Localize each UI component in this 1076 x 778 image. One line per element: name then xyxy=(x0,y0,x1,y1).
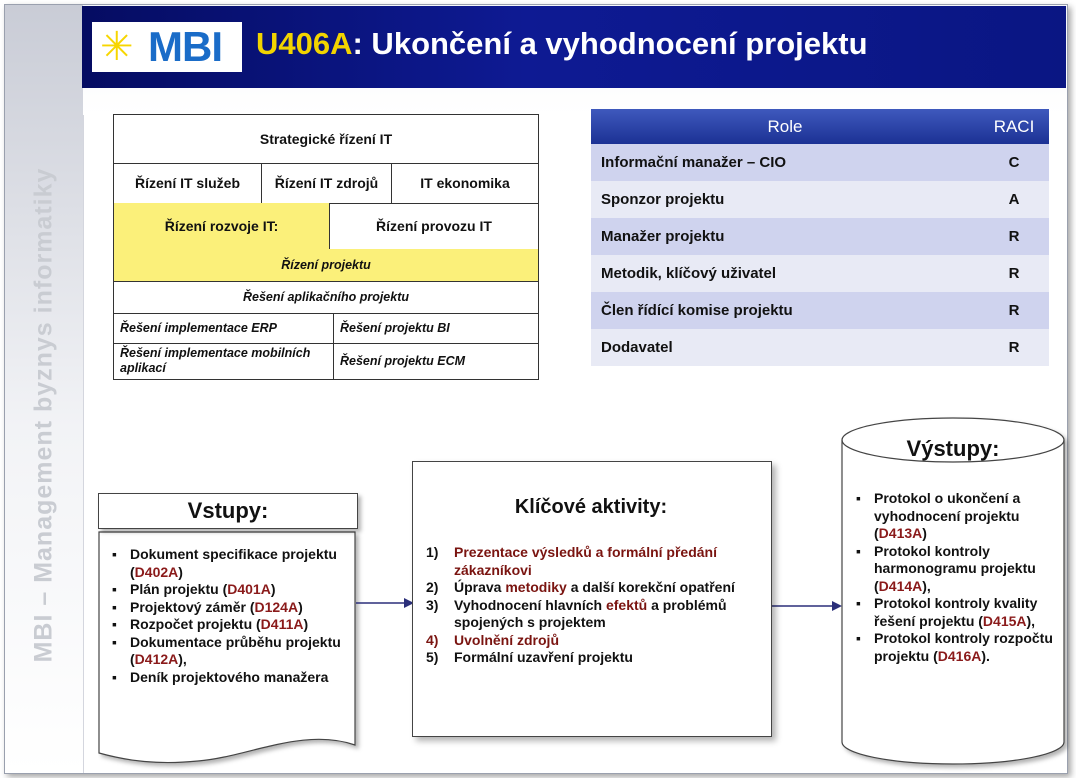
page-title: U406A: Ukončení a vyhodnocení projektu xyxy=(256,26,868,62)
raci-row: Sponzor projektu A xyxy=(591,181,1049,218)
org-it-development: Řízení rozvoje IT: xyxy=(114,203,330,249)
raci-role: Člen řídící komise projektu xyxy=(601,302,793,319)
title-text: : Ukončení a vyhodnocení projektu xyxy=(352,26,868,61)
raci-role: Sponzor projektu xyxy=(601,191,725,208)
list-item: Plán projektu (D401A) xyxy=(110,581,350,599)
raci-col-raci: RACI xyxy=(993,116,1035,136)
raci-role: Informační manažer – CIO xyxy=(601,154,787,171)
raci-value: C xyxy=(1008,154,1020,171)
org-it-resources: Řízení IT zdrojů xyxy=(262,163,392,203)
list-item: Protokol kontroly kvality řešení projekt… xyxy=(854,595,1064,630)
list-item: 1)Prezentace výsledků a formální předání… xyxy=(426,544,717,578)
outputs-list: Protokol o ukončení a vyhodnocení projek… xyxy=(854,490,1064,665)
activities-title: Klíčové aktivity: xyxy=(514,496,668,518)
raci-row: Manažer projektu R xyxy=(591,218,1049,255)
org-ecm: Řešení projektu ECM xyxy=(340,353,466,368)
raci-row: Dodavatel R xyxy=(591,329,1049,366)
list-item: 3)Vyhodnocení hlavních efektů a problémů… xyxy=(426,596,727,631)
org-it-services: Řízení IT služeb xyxy=(114,163,262,203)
org-strategic: Strategické řízení IT xyxy=(259,130,393,147)
org-mobile: Řešení implementace mobilních aplikací xyxy=(114,343,334,379)
raci-value: A xyxy=(1008,191,1020,208)
outputs-title: Výstupy: xyxy=(906,436,1000,461)
raci-header: Role RACI xyxy=(591,109,1049,144)
mbi-logo: ✳ MBI xyxy=(92,22,242,72)
org-it-economics: IT ekonomika xyxy=(420,174,510,191)
sidebar: MBI – Management byznys informatiky xyxy=(5,5,84,773)
star-icon: ✳ xyxy=(100,25,134,69)
list-item: 4)Uvolnění zdrojů xyxy=(426,631,559,648)
raci-row: Metodik, klíčový uživatel R xyxy=(591,255,1049,292)
list-item: Dokument specifikace projektu (D402A) xyxy=(110,546,350,581)
raci-value: R xyxy=(1008,265,1020,282)
raci-col-role: Role xyxy=(767,116,803,136)
raci-row: Člen řídící komise projektu R xyxy=(591,292,1049,329)
raci-row: Informační manažer – CIO C xyxy=(591,144,1049,181)
raci-role: Metodik, klíčový uživatel xyxy=(601,265,777,282)
list-item: 5)Formální uzavření projektu xyxy=(426,649,633,665)
org-bi: Řešení projektu BI xyxy=(340,320,450,335)
list-item: Rozpočet projektu (D411A) xyxy=(110,616,350,634)
list-item: Deník projektového manažera xyxy=(110,669,350,687)
org-application-project: Řešení aplikačního projektu xyxy=(242,289,409,304)
raci-value: R xyxy=(1008,302,1020,319)
sidebar-text: MBI – Management byznys informatiky xyxy=(29,167,58,663)
arrow-inputs-to-activities xyxy=(356,598,414,608)
activities-box xyxy=(412,461,772,737)
inputs-list: Dokument specifikace projektu (D402A) Pl… xyxy=(110,546,350,686)
inputs-title: Vstupy: xyxy=(98,493,358,529)
list-item: Protokol kontroly rozpočtu projektu (D41… xyxy=(854,630,1064,665)
raci-role: Dodavatel xyxy=(601,339,673,356)
list-item: Dokumentace průběhu projektu (D412A), xyxy=(110,634,350,669)
org-project-management: Řízení projektu xyxy=(114,249,538,281)
activities-list: 1)Prezentace výsledků a formální předání… xyxy=(426,544,766,667)
raci-value: R xyxy=(1008,228,1020,245)
org-erp: Řešení implementace ERP xyxy=(114,313,334,343)
arrow-activities-to-outputs xyxy=(772,601,842,611)
list-item: Protokol kontroly harmonogramu projektu … xyxy=(854,543,1064,596)
title-code: U406A xyxy=(256,26,353,61)
org-chart: Strategické řízení IT Řízení IT služeb Ř… xyxy=(113,114,539,380)
header-bar xyxy=(82,6,1066,88)
list-item: Protokol o ukončení a vyhodnocení projek… xyxy=(854,490,1064,543)
raci-value: R xyxy=(1008,339,1020,356)
org-it-operations: Řízení provozu IT xyxy=(376,217,492,234)
list-item: 2)Úprava metodiky a další korekční opatř… xyxy=(426,579,735,595)
logo-text: MBI xyxy=(148,23,223,70)
list-item: Projektový záměr (D124A) xyxy=(110,599,350,617)
raci-role: Manažer projektu xyxy=(601,228,725,245)
